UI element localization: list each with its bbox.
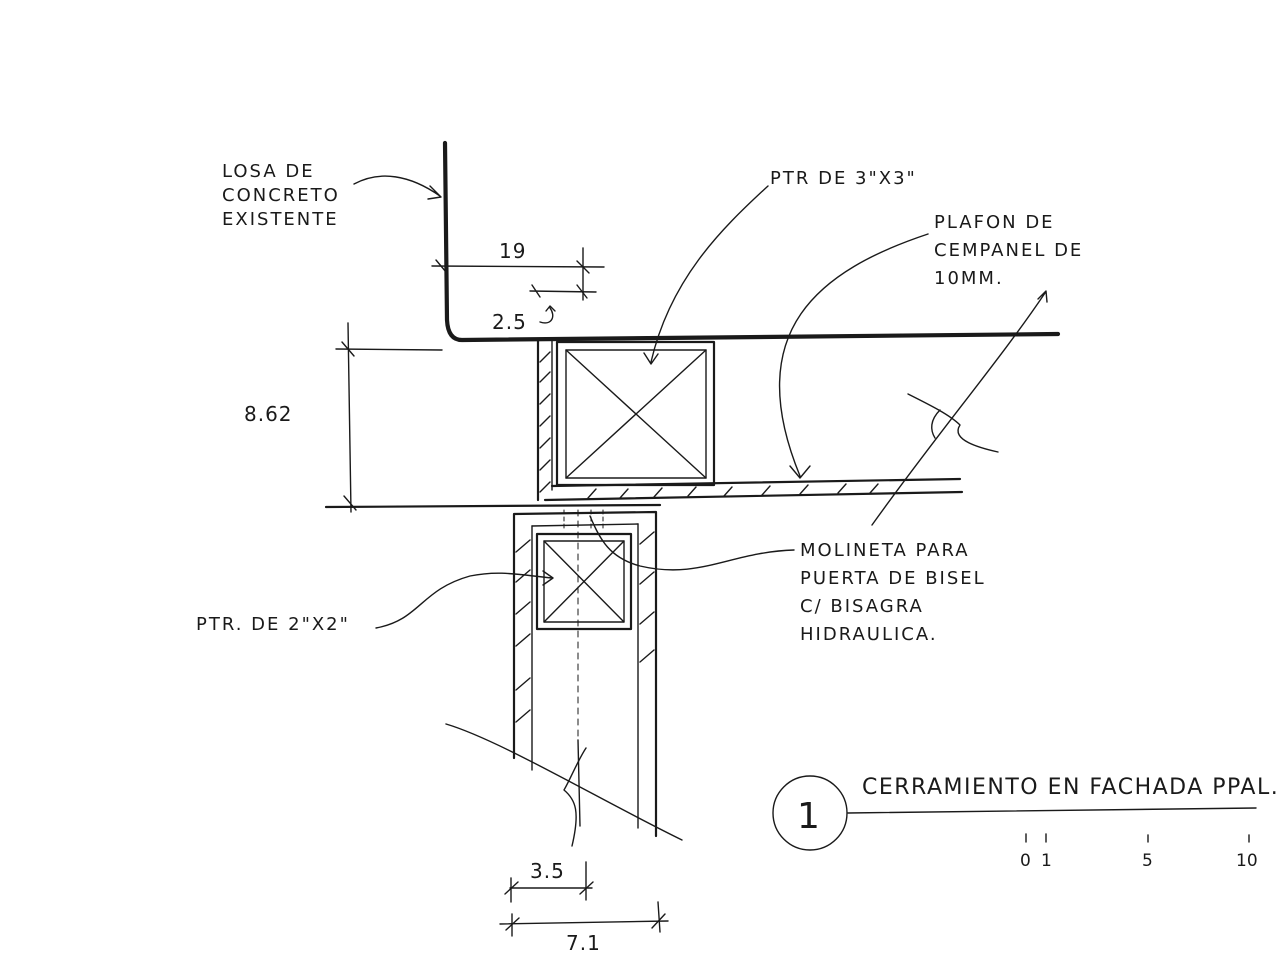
scale-tick-1: 1 bbox=[1041, 851, 1052, 871]
detail-number-circle bbox=[772, 775, 848, 851]
scale-tick-0: 0 bbox=[1020, 851, 1031, 871]
slab-label-line-3: EXISTENTE bbox=[222, 209, 339, 230]
dim-3-5-text: 3.5 bbox=[530, 859, 565, 883]
ceiling-long-leader bbox=[871, 290, 1048, 526]
molding-label-line-4: HIDRAULICA. bbox=[800, 624, 938, 645]
ptr-3x3-leader-arrow bbox=[643, 185, 769, 365]
dim-19-text: 19 bbox=[499, 239, 526, 263]
ceiling-label: PLAFON DE CEMPANEL DE 10MM. bbox=[934, 212, 1083, 289]
slab-leader-arrow bbox=[353, 175, 442, 200]
dim-19: 19 bbox=[431, 239, 605, 301]
ptr-2x2-label: PTR. DE 2"X2" bbox=[196, 614, 350, 635]
scale-tick-10: 10 bbox=[1236, 851, 1258, 871]
dim-3-5: 3.5 bbox=[504, 859, 594, 903]
scale-tick-5: 5 bbox=[1142, 851, 1153, 871]
molding-leader bbox=[589, 515, 795, 571]
dim-2-5: 2.5 bbox=[492, 284, 597, 334]
dim-8-62: 8.62 bbox=[244, 322, 443, 513]
lower-column bbox=[445, 509, 683, 847]
break-mark bbox=[907, 393, 999, 453]
ptr-2x2-leader-arrow bbox=[375, 570, 554, 629]
slab-label-line-1: LOSA DE bbox=[222, 161, 315, 182]
graphic-scale: 0 1 5 10 bbox=[1020, 833, 1258, 871]
detail-title: CERRAMIENTO EN FACHADA PPAL. bbox=[862, 775, 1279, 800]
molding-label-line-2: PUERTA DE BISEL bbox=[800, 568, 986, 589]
dim-2-5-text: 2.5 bbox=[492, 310, 527, 334]
detail-number: 1 bbox=[797, 796, 820, 837]
dim-7-1-text: 7.1 bbox=[566, 931, 601, 955]
concrete-slab-outline bbox=[442, 140, 1061, 343]
ceiling-leader-arrow bbox=[778, 233, 929, 479]
dim-7-1: 7.1 bbox=[499, 901, 669, 955]
slab-label-line-2: CONCRETO bbox=[222, 185, 340, 206]
slab-label: LOSA DE CONCRETO EXISTENTE bbox=[222, 161, 340, 230]
ceiling-label-line-2: CEMPANEL DE bbox=[934, 240, 1083, 261]
ptr-3x3-label: PTR DE 3"X3" bbox=[770, 168, 917, 189]
title-block: 1 CERRAMIENTO EN FACHADA PPAL. 0 1 5 10 bbox=[772, 775, 1279, 871]
molding-label-line-3: C/ BISAGRA bbox=[800, 596, 924, 617]
ceiling-label-line-1: PLAFON DE bbox=[934, 212, 1055, 233]
upper-beam bbox=[324, 339, 964, 509]
dim-8-62-text: 8.62 bbox=[244, 402, 293, 426]
ceiling-label-line-3: 10MM. bbox=[934, 268, 1004, 289]
molding-label: MOLINETA PARA PUERTA DE BISEL C/ BISAGRA… bbox=[800, 540, 986, 645]
molding-label-line-1: MOLINETA PARA bbox=[800, 540, 970, 561]
